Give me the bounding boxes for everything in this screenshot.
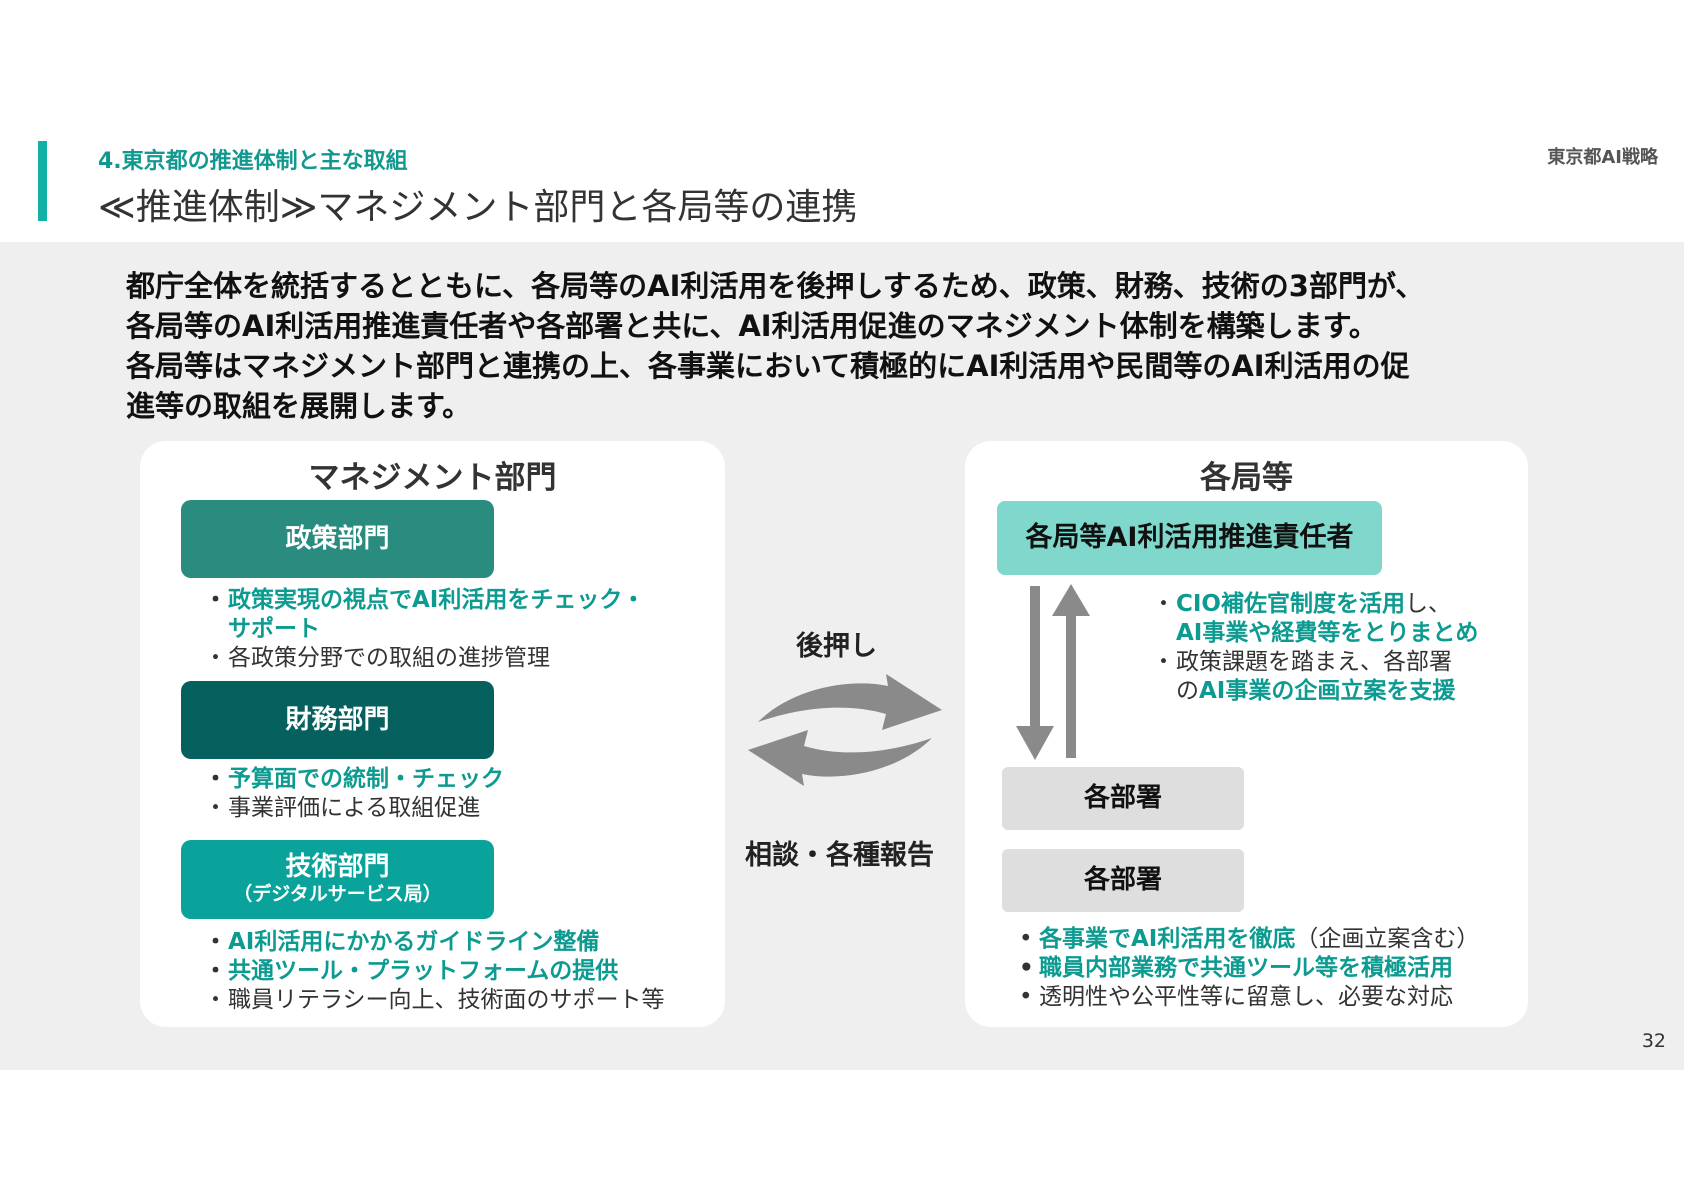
bullet-text: 政策実現の視点でAI利活用をチェック・	[228, 587, 645, 613]
bullet-text: （企画立案含む）	[1295, 926, 1480, 952]
bullet-highlight: 各事業でAI利活用を徹底	[1039, 926, 1296, 952]
section-label: 4.東京都の推進体制と主な取組	[98, 149, 408, 174]
tech-bullets: AI利活用にかかるガイドライン整備 共通ツール・プラットフォームの提供 職員リテ…	[204, 928, 665, 1015]
bullet-highlight: CIO補佐官制度を活用	[1176, 591, 1405, 617]
cycle-arrows-icon	[748, 674, 942, 786]
bullet-text: の	[1176, 678, 1199, 704]
bullet-text: 政策課題を踏まえ、各部署	[1176, 649, 1452, 675]
department-box: 各部署	[1002, 849, 1244, 912]
list-item: 予算面での統制・チェック	[204, 765, 504, 794]
list-item: 各政策分野での取組の進捗管理	[204, 644, 645, 673]
department-box: 各部署	[1002, 767, 1244, 830]
intro-line: 都庁全体を統括するとともに、各局等のAI利活用を後押しするため、政策、財務、技術…	[126, 269, 1425, 303]
support-label: 後押し	[796, 631, 877, 662]
finance-department-name: 財務部門	[285, 705, 390, 735]
bullet-text: サポート	[228, 616, 320, 642]
page-number: 32	[1641, 1030, 1666, 1052]
list-item: 透明性や公平性等に留意し、必要な対応	[1015, 983, 1479, 1012]
department-notes: 各事業でAI利活用を徹底（企画立案含む） 職員内部業務で共通ツール等を積極活用 …	[1015, 925, 1479, 1012]
page-title: ≪推進体制≫マネジメント部門と各局等の連携	[98, 187, 858, 228]
tech-department-box: 技術部門 （デジタルサービス局）	[181, 840, 494, 919]
ai-responsible-officer-box: 各局等AI利活用推進責任者	[997, 501, 1382, 575]
title-accent-bar	[38, 141, 47, 221]
tech-department-name: 技術部門	[285, 852, 390, 882]
intro-line: 進等の取組を展開します。	[126, 389, 472, 423]
list-item: AI利活用にかかるガイドライン整備	[204, 928, 665, 957]
intro-text: 都庁全体を統括するとともに、各局等のAI利活用を後押しするため、政策、財務、技術…	[126, 266, 1576, 426]
finance-bullets: 予算面での統制・チェック 事業評価による取組促進	[204, 765, 504, 823]
list-item: 共通ツール・プラットフォームの提供	[204, 957, 665, 986]
list-item: 各事業でAI利活用を徹底（企画立案含む）	[1015, 925, 1479, 954]
bullet-highlight: AI事業の企画立案を支援	[1199, 678, 1456, 704]
finance-department-box: 財務部門	[181, 681, 494, 759]
list-item: 職員リテラシー向上、技術面のサポート等	[204, 986, 665, 1015]
list-item: 職員内部業務で共通ツール等を積極活用	[1015, 954, 1479, 983]
list-item: CIO補佐官制度を活用し、 AI事業や経費等をとりまとめ	[1152, 590, 1478, 648]
list-item: 事業評価による取組促進	[204, 794, 504, 823]
list-item: 政策課題を踏まえ、各部署 のAI事業の企画立案を支援	[1152, 648, 1478, 706]
bureau-notes: CIO補佐官制度を活用し、 AI事業や経費等をとりまとめ 政策課題を踏まえ、各部…	[1152, 590, 1478, 706]
report-label: 相談・各種報告	[745, 840, 934, 871]
policy-department-box: 政策部門	[181, 500, 494, 578]
policy-bullets: 政策実現の視点でAI利活用をチェック・ サポート 各政策分野での取組の進捗管理	[204, 586, 645, 673]
document-name: 東京都AI戦略	[1547, 147, 1658, 168]
list-item: 政策実現の視点でAI利活用をチェック・ サポート	[204, 586, 645, 644]
bullet-text: し、	[1405, 591, 1451, 617]
up-down-arrows-icon	[1016, 584, 1090, 760]
intro-line: 各局等のAI利活用推進責任者や各部署と共に、AI利活用促進のマネジメント体制を構…	[126, 309, 1378, 343]
intro-line: 各局等はマネジメント部門と連携の上、各事業において積極的にAI利活用や民間等のA…	[126, 349, 1410, 383]
bullet-highlight: AI事業や経費等をとりまとめ	[1176, 620, 1479, 646]
policy-department-name: 政策部門	[285, 524, 390, 554]
management-heading: マネジメント部門	[308, 460, 557, 496]
bureaus-heading: 各局等	[1200, 460, 1293, 496]
tech-department-sub: （デジタルサービス局）	[233, 883, 442, 905]
